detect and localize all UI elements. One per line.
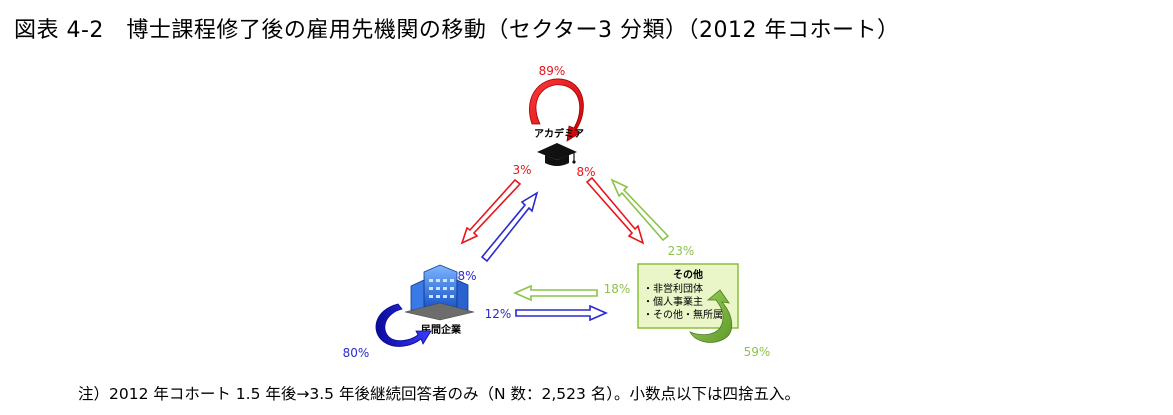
footnote: 注）2012 年コホート 1.5 年後→3.5 年後継続回答者のみ（N 数：2,…	[78, 385, 801, 403]
other-node: その他 ・非営利団体 ・個人事業主 ・その他・無所属 59%	[637, 263, 771, 359]
arrow-academia-to-other	[585, 176, 645, 245]
academia-label: アカデミア	[534, 127, 584, 140]
private-node: 民間企業 80%	[343, 264, 475, 360]
other-stay-arrow	[689, 289, 733, 343]
private-stay-arrow	[375, 303, 432, 347]
arrow-other-to-private	[513, 284, 598, 302]
flow-other-to-private-value: 18%	[604, 282, 631, 296]
other-item: ・非営利団体	[643, 282, 703, 295]
flow-other-to-academia-value: 23%	[668, 244, 695, 258]
other-item: ・個人事業主	[643, 295, 703, 308]
academia-node: 89% アカデミア	[529, 64, 584, 166]
private-stay-value: 80%	[343, 346, 370, 360]
flow-private-to-other-value: 12%	[485, 307, 512, 321]
other-label: その他	[673, 268, 703, 281]
flow-private-to-academia-value: 8%	[457, 269, 476, 283]
flow-academia-to-other-value: 8%	[576, 165, 595, 179]
building-icon	[404, 264, 475, 321]
flow-academia-to-private-value: 3%	[512, 163, 531, 177]
academia-stay-arrow	[529, 78, 584, 142]
academia-stay-value: 89%	[539, 64, 566, 78]
arrow-private-to-other	[515, 304, 608, 322]
other-stay-value: 59%	[744, 345, 771, 359]
page-title: 図表 4-2 博士課程修了後の雇用先機関の移動（セクター3 分類）（2012 年…	[14, 18, 900, 43]
other-item: ・その他・無所属	[643, 308, 723, 321]
arrow-academia-to-private	[460, 178, 522, 245]
arrow-private-to-academia	[480, 191, 539, 263]
arrow-other-to-academia	[610, 178, 670, 242]
graduation-cap-icon	[537, 143, 577, 166]
private-label: 民間企業	[421, 323, 462, 336]
